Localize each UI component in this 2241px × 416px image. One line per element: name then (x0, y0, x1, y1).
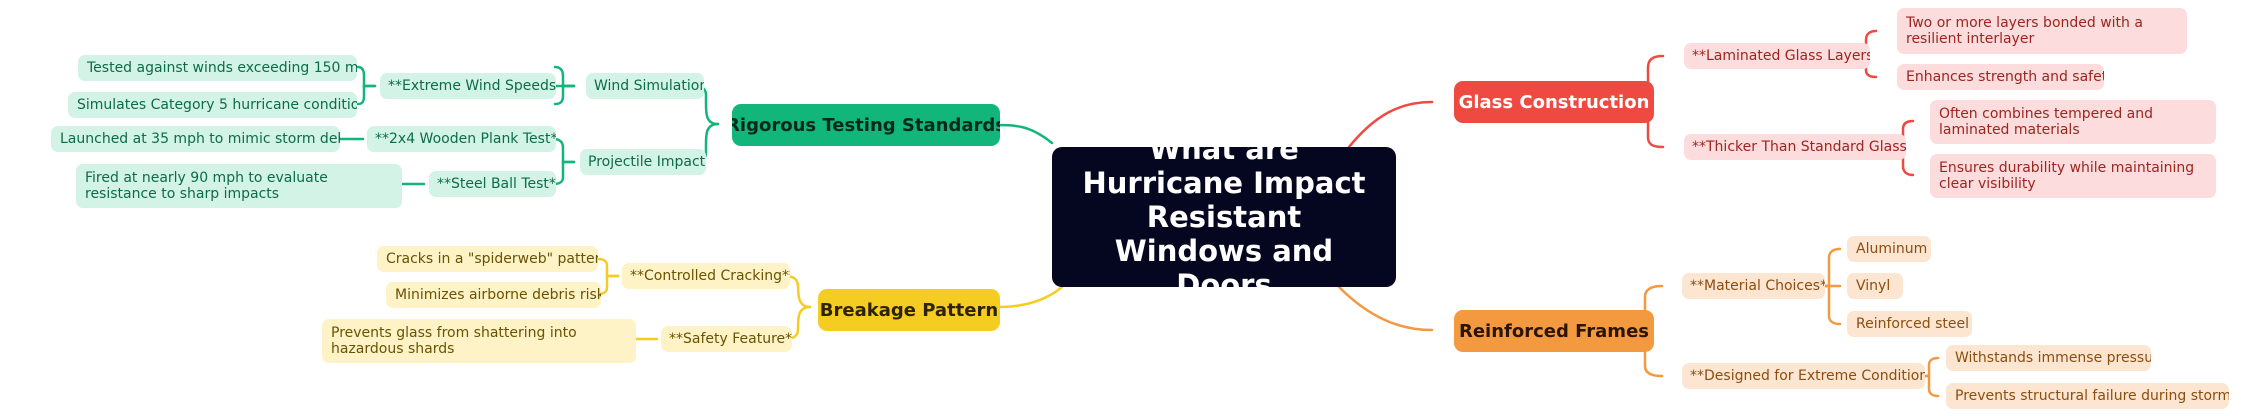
leaf-plank-35-mph[interactable]: Launched at 35 mph to mimic storm debris (51, 126, 340, 152)
leaf-immense-pressure[interactable]: Withstands immense pressure (1946, 345, 2151, 371)
link-center-testing (993, 123, 1054, 145)
link-center-frames (1337, 285, 1434, 332)
leaf-category-5[interactable]: Simulates Category 5 hurricane condition… (68, 92, 357, 118)
subtopic-extreme-wind-speeds[interactable]: **Extreme Wind Speeds** (380, 73, 556, 99)
leaf-tempered-and-laminated[interactable]: Often combines tempered and laminated ma… (1930, 100, 2216, 144)
topic-glass-construction[interactable]: Glass Construction (1454, 81, 1654, 123)
link-center-glass (1347, 100, 1434, 149)
link-center-breakage (993, 285, 1064, 309)
leaf-steel-ball-90-mph[interactable]: Fired at nearly 90 mph to evaluate resis… (76, 164, 402, 208)
subtopic-designed-extreme-conditions[interactable]: **Designed for Extreme Conditions** (1682, 363, 1925, 389)
leaf-spiderweb-pattern[interactable]: Cracks in a "spiderweb" pattern (377, 246, 598, 272)
leaf-aluminum[interactable]: Aluminum (1847, 236, 1931, 262)
leaf-structural-failure[interactable]: Prevents structural failure during storm… (1946, 383, 2229, 409)
subtopic-controlled-cracking[interactable]: **Controlled Cracking** (622, 263, 790, 289)
root-topic[interactable]: What are Hurricane Impact Resistant Wind… (1052, 147, 1396, 287)
leaf-prevents-shattering[interactable]: Prevents glass from shattering into haza… (322, 319, 636, 363)
leaf-vinyl[interactable]: Vinyl (1847, 273, 1903, 299)
leaf-two-or-more-layers[interactable]: Two or more layers bonded with a resilie… (1897, 8, 2187, 54)
subtopic-wooden-plank-test[interactable]: **2x4 Wooden Plank Test** (367, 126, 556, 152)
subtopic-projectile-impact[interactable]: Projectile Impact (580, 149, 706, 175)
subtopic-thicker-than-standard[interactable]: **Thicker Than Standard Glass** (1684, 134, 1906, 160)
subtopic-material-choices[interactable]: **Material Choices** (1682, 273, 1825, 299)
leaf-durability-visibility[interactable]: Ensures durability while maintaining cle… (1930, 154, 2216, 198)
subtopic-wind-simulation[interactable]: Wind Simulation (586, 73, 704, 99)
leaf-airborne-debris[interactable]: Minimizes airborne debris risks (386, 282, 601, 308)
subtopic-laminated-glass-layers[interactable]: **Laminated Glass Layers** (1684, 43, 1870, 69)
leaf-tested-150-mph[interactable]: Tested against winds exceeding 150 mph (78, 55, 357, 81)
subtopic-steel-ball-test[interactable]: **Steel Ball Test** (429, 171, 556, 197)
topic-rigorous-testing-standards[interactable]: Rigorous Testing Standards (732, 104, 1000, 146)
topic-breakage-pattern[interactable]: Breakage Pattern (818, 289, 1000, 331)
leaf-reinforced-steel[interactable]: Reinforced steel (1847, 311, 1972, 337)
topic-reinforced-frames[interactable]: Reinforced Frames (1454, 310, 1654, 352)
subtopic-safety-feature[interactable]: **Safety Feature** (661, 326, 792, 352)
leaf-strength-and-safety[interactable]: Enhances strength and safety (1897, 64, 2104, 90)
